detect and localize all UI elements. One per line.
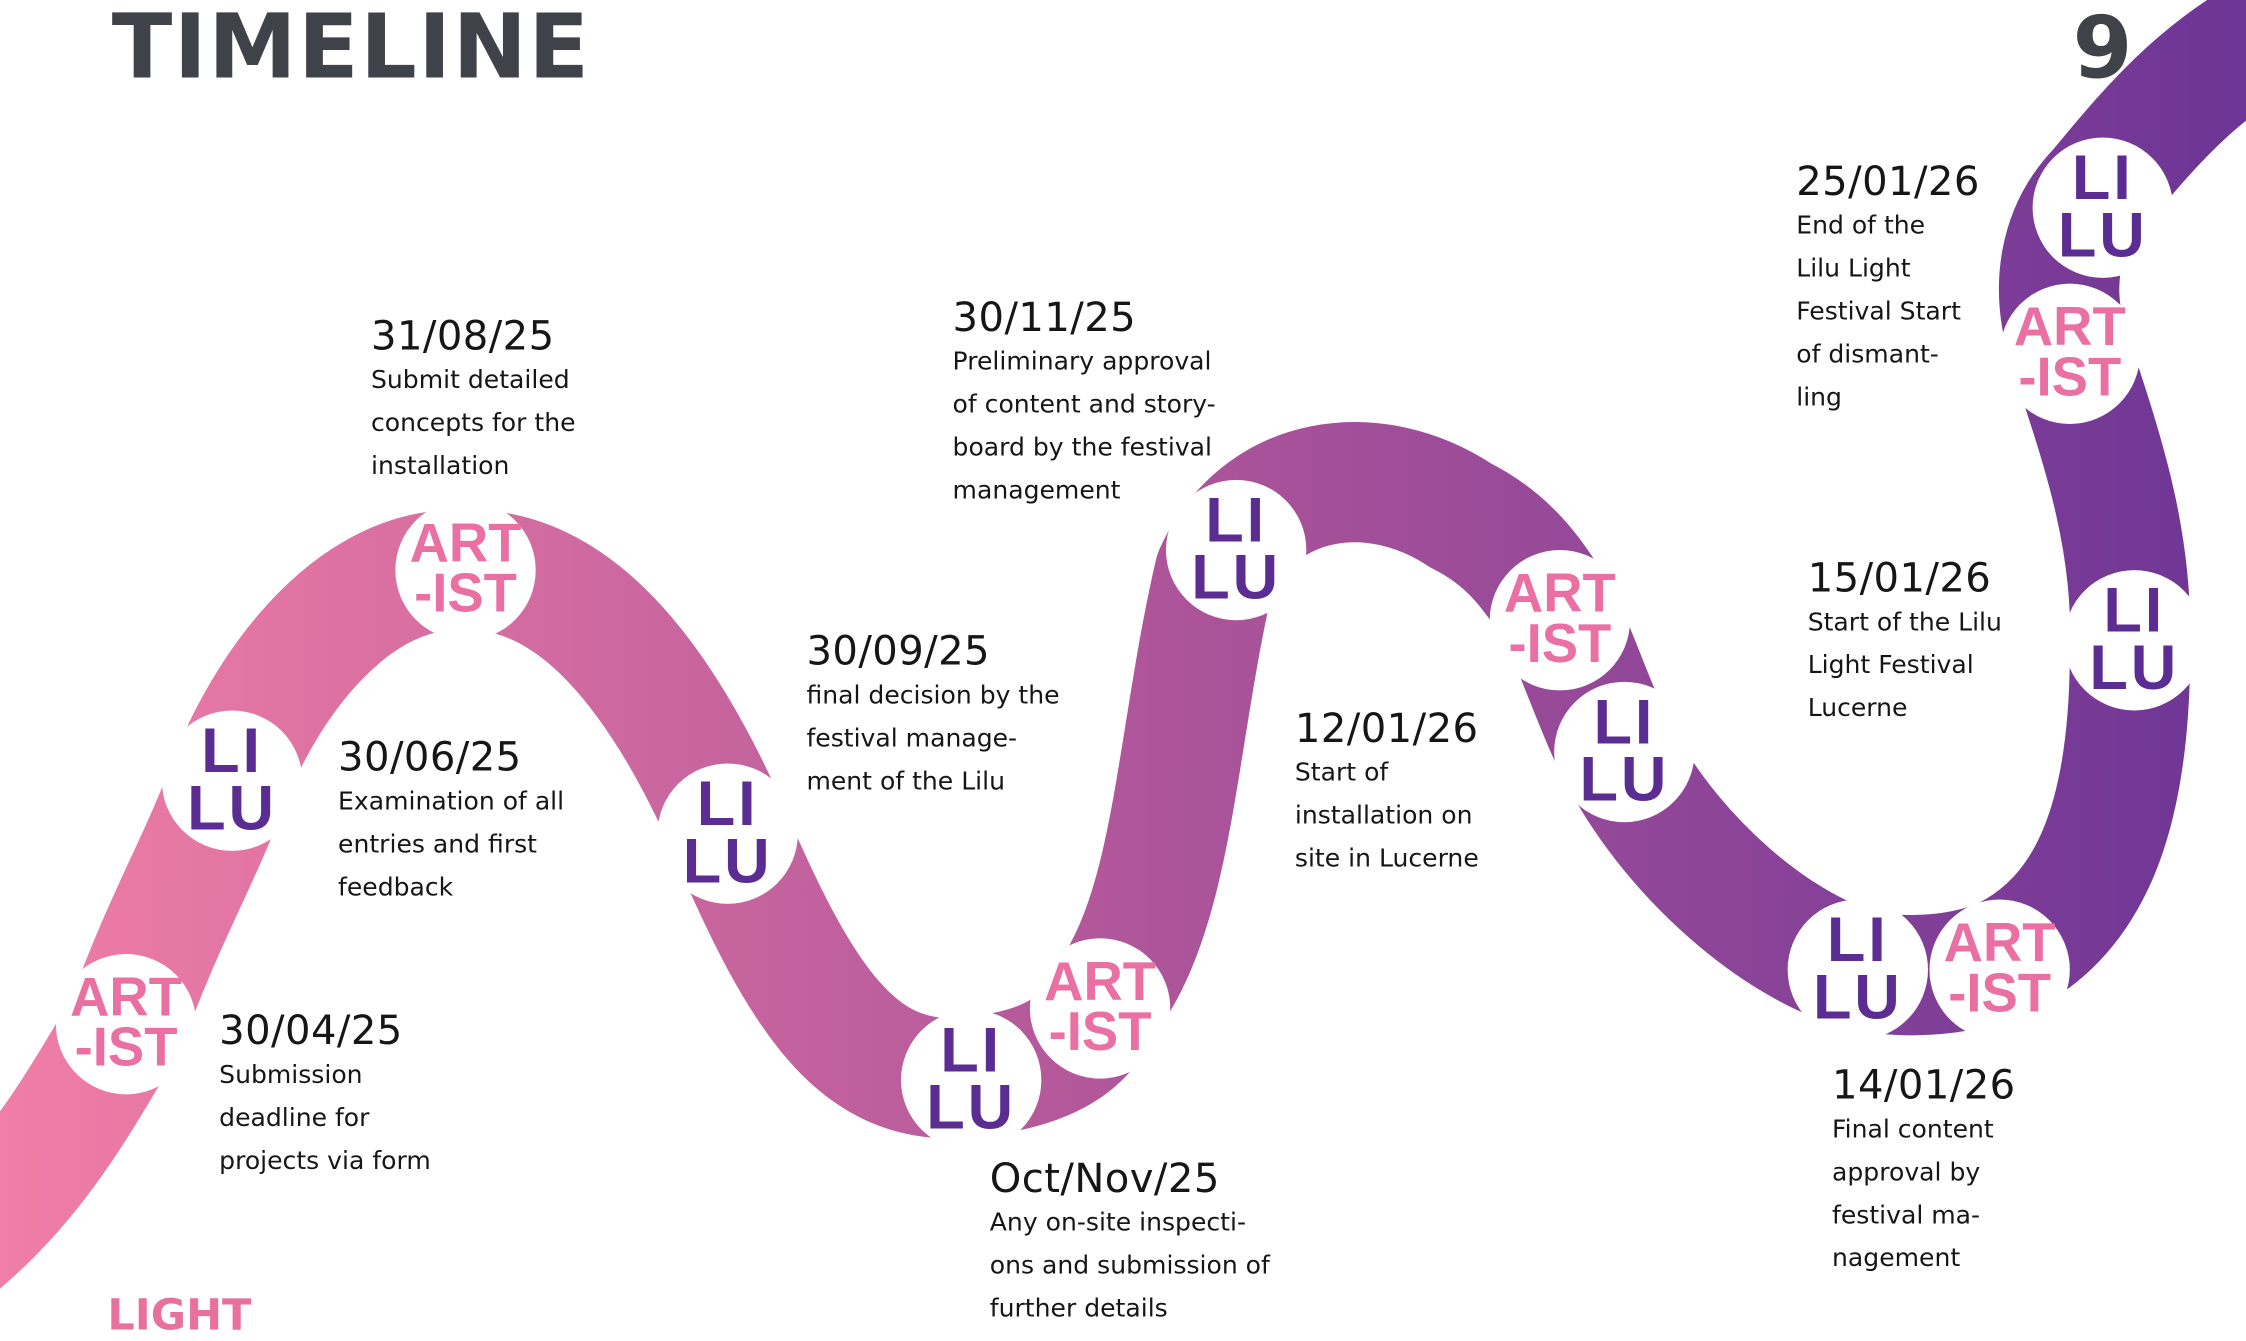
milestone-date: Oct/Nov/25 [989, 1154, 1220, 1202]
milestone-date: 31/08/25 [370, 312, 555, 360]
milestone-date: 30/09/25 [806, 627, 991, 675]
milestone-date: 30/11/25 [952, 293, 1137, 341]
milestone-date: 12/01/26 [1294, 704, 1479, 753]
milestone-date: 30/04/25 [219, 1006, 403, 1055]
artist-badge: ART-IST [1489, 550, 1631, 691]
milestone-date: 14/01/26 [1832, 1061, 2016, 1109]
milestone-description: Any on-site inspecti-ons and submission … [989, 1208, 1270, 1324]
footer-word: LIGHT [107, 1290, 252, 1341]
milestone: Oct/Nov/25 Any on-site inspecti-ons and … [989, 1154, 1319, 1331]
artist-badge: ART-IST [395, 499, 536, 641]
artist-badge: ART-IST [1999, 283, 2141, 424]
milestone-date: 25/01/26 [1796, 157, 1980, 205]
artist-badge: ART-IST [1929, 899, 2070, 1040]
page-number: 9 [2072, 0, 2133, 99]
artist-badge: ART-IST [1029, 938, 1171, 1079]
page-title: TIMELINE [111, 0, 591, 99]
milestone-date: 15/01/26 [1807, 554, 1992, 602]
milestone-date: 30/06/25 [338, 733, 522, 781]
artist-badge: ART-IST [55, 953, 197, 1095]
